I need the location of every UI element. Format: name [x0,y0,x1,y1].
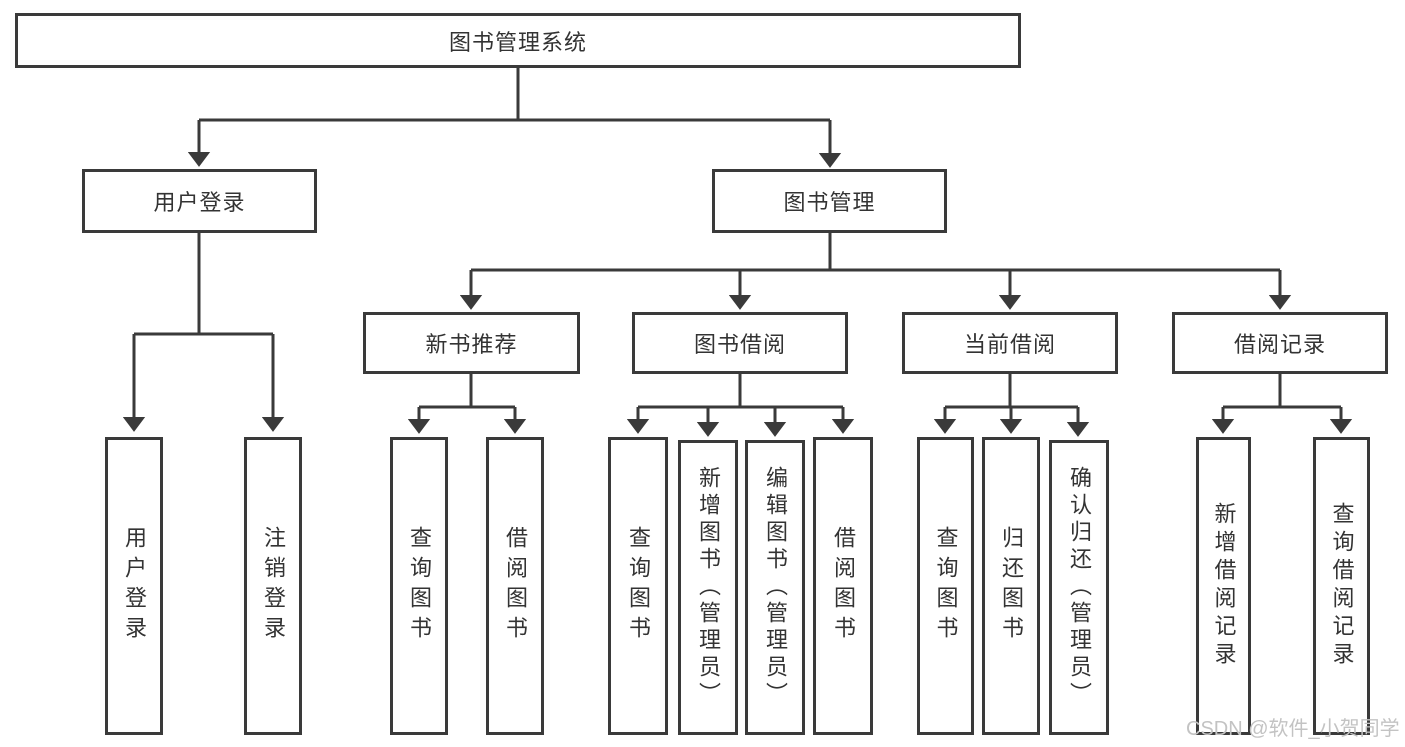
leaf-cb-return-books-label: 归还图书 [999,526,1024,646]
node-book-management: 图书管理 [712,169,947,233]
leaf-br-query-record: 查询借阅记录 [1313,437,1370,735]
node-new-book-recommend: 新书推荐 [363,312,580,374]
node-current-borrow: 当前借阅 [902,312,1118,374]
connector-book-management-trunk [471,233,1280,272]
leaf-logout: 注销登录 [244,437,302,735]
node-book-borrow: 图书借阅 [632,312,848,374]
node-user-login: 用户登录 [82,169,317,233]
node-user-login-label: 用户登录 [153,190,246,215]
leaf-bb-query-books-label: 查询图书 [626,526,651,646]
leaf-nb-borrow-books: 借阅图书 [486,437,544,735]
leaf-bb-query-books: 查询图书 [608,437,668,735]
node-new-book-recommend-label: 新书推荐 [425,332,518,357]
node-borrow-records-label: 借阅记录 [1233,332,1326,357]
node-library-system: 图书管理系统 [15,13,1021,68]
leaf-nb-query-books-label: 查询图书 [407,526,432,646]
leaf-br-query-record-label: 查询借阅记录 [1329,502,1355,670]
leaf-cb-query-books: 查询图书 [917,437,974,735]
connector-root-trunk [199,68,830,122]
node-library-system-label: 图书管理系统 [448,29,587,55]
leaf-bb-borrow-books-label: 借阅图书 [831,526,856,646]
leaf-cb-query-books-label: 查询图书 [933,526,959,646]
connector-book-borrow-trunk [638,374,843,409]
leaf-cb-confirm-return-admin-label: 确认归还（管理员） [1067,466,1092,709]
node-book-borrow-label: 图书借阅 [693,332,786,357]
leaf-bb-edit-book-admin: 编辑图书（管理员） [745,440,805,735]
leaf-nb-borrow-books-label: 借阅图书 [503,526,528,646]
leaf-user-login: 用户登录 [105,437,163,735]
leaf-bb-edit-book-admin-label: 编辑图书（管理员） [763,466,788,709]
connector-user-login-trunk [134,233,273,336]
leaf-bb-add-book-admin: 新增图书（管理员） [678,440,738,735]
leaf-logout-label: 注销登录 [261,526,286,646]
leaf-bb-add-book-admin-label: 新增图书（管理员） [696,466,721,709]
node-book-management-label: 图书管理 [783,190,876,215]
leaf-nb-query-books: 查询图书 [390,437,448,735]
watermark-csdn: CSDN @软件_小贺同学 [1186,718,1400,740]
node-borrow-records: 借阅记录 [1172,312,1388,374]
leaf-br-add-record: 新增借阅记录 [1196,437,1251,735]
leaf-user-login-label: 用户登录 [122,526,147,646]
node-current-borrow-label: 当前借阅 [963,332,1056,357]
leaf-cb-return-books: 归还图书 [982,437,1040,735]
connector-current-borrow-trunk [945,374,1078,409]
leaf-cb-confirm-return-admin: 确认归还（管理员） [1049,440,1109,735]
connector-borrow-records-trunk [1223,374,1341,409]
leaf-br-add-record-label: 新增借阅记录 [1211,502,1237,670]
leaf-bb-borrow-books: 借阅图书 [813,437,873,735]
connector-new-book-trunk [419,374,515,409]
